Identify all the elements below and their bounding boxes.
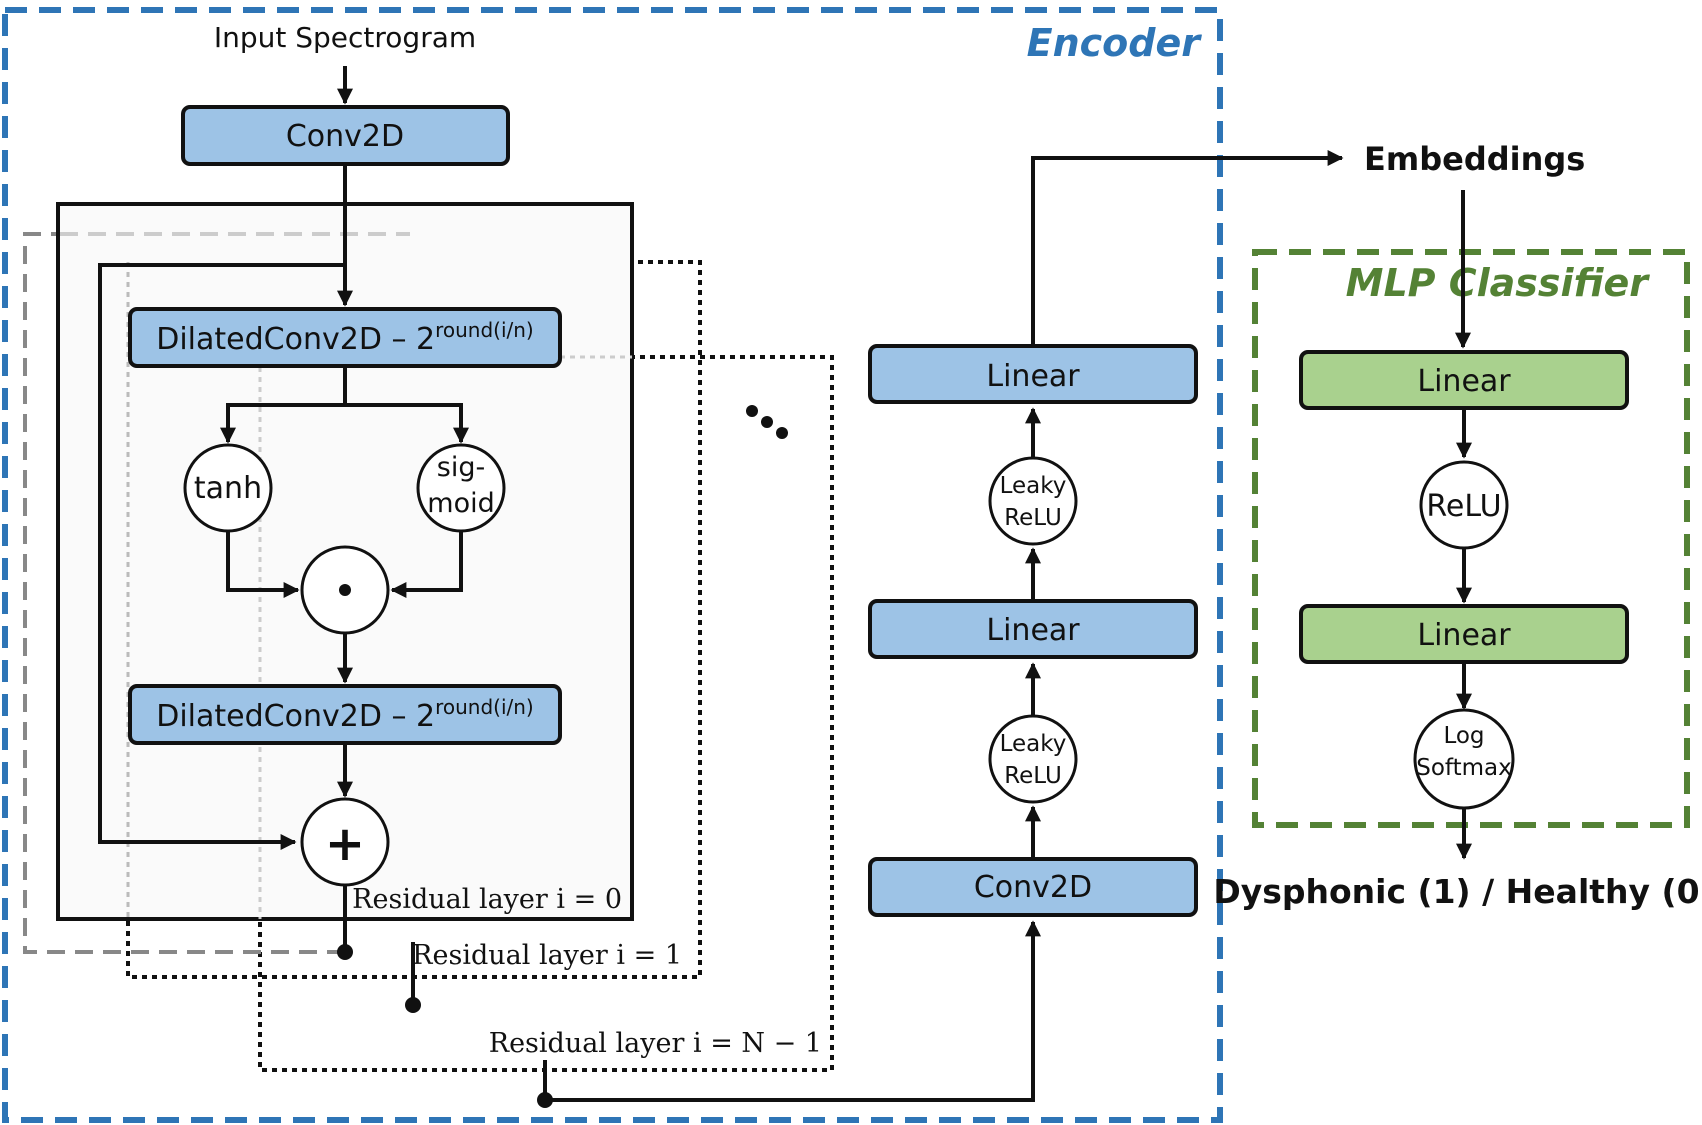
dilated-conv-2-label: DilatedConv2D – 2round(i/n): [156, 695, 534, 734]
output-label: Dysphonic (1) / Healthy (0): [1213, 872, 1702, 911]
tanh-to-mult-arrow: [226, 531, 300, 598]
embeddings-label: Embeddings: [1364, 140, 1585, 178]
residual-1-output-dot: [405, 997, 421, 1013]
encoder-title: Encoder: [1027, 21, 1203, 65]
leaky-relu-2-label-1: Leaky: [1000, 473, 1067, 499]
residual-0-output-dot: [337, 944, 353, 960]
encoder-linear-2-label: Linear: [986, 359, 1080, 394]
leaky-relu-2-label-2: ReLU: [1004, 505, 1062, 531]
leaky-relu-1-label-2: ReLU: [1004, 763, 1062, 789]
classifier-linear-2-label: Linear: [1417, 618, 1511, 653]
classifier-title: MLP Classifier: [1346, 261, 1651, 305]
dilated-conv-1-label: DilatedConv2D – 2round(i/n): [156, 318, 534, 357]
leaky-relu-1-node: [988, 714, 1078, 804]
residual-1-label: Residual layer i = 1: [412, 940, 682, 971]
classifier-linear-1-label: Linear: [1417, 364, 1511, 399]
residual-skip-wire: [98, 263, 345, 850]
classifier-border: [1252, 249, 1690, 828]
to-sigmoid-arrow: [345, 403, 469, 444]
to-tanh-arrow: [220, 366, 347, 444]
sigmoid-label-1: sig-: [437, 452, 485, 483]
encoder-conv2d-label: Conv2D: [974, 870, 1092, 905]
leaky-relu-2-node: [988, 456, 1078, 546]
encoder-linear-1-label: Linear: [986, 613, 1080, 648]
residual-0-label: Residual layer i = 0: [352, 884, 622, 915]
encoder-border: [2, 7, 1223, 1123]
to-embeddings-arrow: [1031, 150, 1344, 346]
input-label: Input Spectrogram: [214, 21, 476, 54]
residual-n-label: Residual layer i = N − 1: [489, 1028, 822, 1059]
sigmoid-to-mult-arrow: [390, 531, 463, 598]
conv2d-top-label: Conv2D: [286, 119, 404, 154]
multiply-dot-icon: [339, 584, 351, 596]
log-softmax-label-2: Softmax: [1416, 755, 1512, 781]
sigmoid-label-2: moid: [427, 488, 494, 519]
add-symbol-icon: +: [325, 816, 365, 872]
ellipsis-icon: [746, 405, 788, 439]
tanh-label: tanh: [194, 471, 262, 506]
skip-connection-loop: [23, 232, 410, 954]
to-encoder-conv-arrow: [545, 920, 1041, 1102]
leaky-relu-1-label-1: Leaky: [1000, 731, 1067, 757]
log-softmax-label-1: Log: [1443, 723, 1484, 749]
relu-label: ReLU: [1426, 489, 1501, 524]
